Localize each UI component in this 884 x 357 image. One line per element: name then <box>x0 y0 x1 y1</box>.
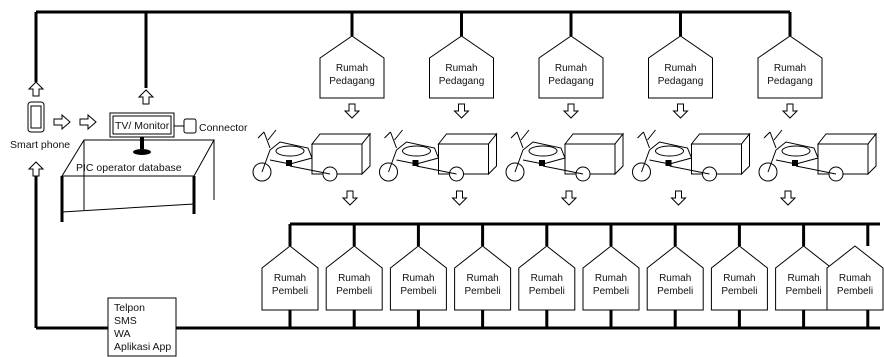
cargo-motorcycle <box>252 129 372 182</box>
seller-house-label-line2: Pedagang <box>548 76 594 87</box>
cargo-motorcycle <box>758 129 878 182</box>
down-arrow-icon <box>670 190 687 206</box>
connector: Connector <box>174 118 248 134</box>
buyer-house-label-line2: Pembeli <box>657 286 693 297</box>
channel-sms: SMS <box>114 315 137 327</box>
cargo-motorcycle <box>379 129 498 182</box>
smartphone-label: Smart phone <box>10 139 70 151</box>
cargo-motorcycles <box>252 129 878 182</box>
up-arrow-icon <box>27 161 45 177</box>
buyer-house-label-line1: Rumah <box>338 273 370 284</box>
buyer-house-label-line2: Pembeli <box>336 286 372 297</box>
seller-houses: RumahPedagangRumahPedagangRumahPedagangR… <box>319 35 823 99</box>
down-arrow-icon <box>343 103 361 119</box>
communication-channels: Telpon SMS WA Aplikasi App <box>107 297 177 357</box>
connector-label: Connector <box>199 122 248 134</box>
seller-drop-lines <box>350 12 792 36</box>
buyer-house-label-line2: Pembeli <box>786 286 822 297</box>
buyer-house-label-line2: Pembeli <box>837 286 873 297</box>
channel-app: Aplikasi App <box>114 341 171 353</box>
seller-house-label-line1: Rumah <box>664 63 696 74</box>
up-arrow-icon <box>137 89 155 105</box>
seller-house-label-line1: Rumah <box>336 63 368 74</box>
buyer-house-label-line1: Rumah <box>466 273 498 284</box>
buyer-house-label-line1: Rumah <box>595 273 627 284</box>
cargo-motorcycle <box>505 129 625 182</box>
buyer-house-label-line2: Pembeli <box>721 286 757 297</box>
down-arrow-icon <box>781 103 799 119</box>
up-arrow-icon <box>27 81 45 97</box>
buyer-house-label-line2: Pembeli <box>593 286 629 297</box>
right-arrow-icon <box>53 113 71 131</box>
seller-house-label-line1: Rumah <box>555 63 587 74</box>
cargo-motorcycle <box>632 129 751 182</box>
buyer-house-label-line2: Pembeli <box>400 286 436 297</box>
buyer-house-label-line1: Rumah <box>531 273 563 284</box>
buyer-house-label-line1: Rumah <box>839 273 871 284</box>
down-arrow-icon <box>451 190 468 206</box>
seller-house-label-line2: Pedagang <box>767 76 813 87</box>
down-arrow-icon <box>453 103 470 119</box>
channel-telpon: Telpon <box>114 302 145 314</box>
monitor-label: TV/ Monitor <box>115 120 170 132</box>
channel-wa: WA <box>114 328 131 340</box>
buyer-house-label-line2: Pembeli <box>272 286 308 297</box>
buyer-house-label-line1: Rumah <box>787 273 819 284</box>
down-arrow-icon <box>341 190 359 206</box>
table-label: PIC operator database <box>76 162 182 174</box>
buyer-house-label-line1: Rumah <box>402 273 434 284</box>
buyer-house-label-line1: Rumah <box>659 273 691 284</box>
seller-house-label-line2: Pedagang <box>329 76 375 87</box>
down-arrow-icon <box>562 103 580 119</box>
down-arrow-icon <box>560 190 578 206</box>
seller-arrows <box>341 103 799 206</box>
right-arrow-icon <box>79 113 97 131</box>
smartphone: Smart phone <box>10 101 70 151</box>
monitor: TV/ Monitor <box>109 112 175 155</box>
seller-house-label-line2: Pedagang <box>439 76 485 87</box>
buyer-house-label-line2: Pembeli <box>529 286 565 297</box>
down-arrow-icon <box>779 190 797 206</box>
seller-house-label-line1: Rumah <box>774 63 806 74</box>
operator-table: PIC operator database <box>60 139 215 222</box>
down-arrow-icon <box>672 103 689 119</box>
buyer-house-label-line2: Pembeli <box>465 286 501 297</box>
buyer-house-label-line1: Rumah <box>723 273 755 284</box>
seller-house-label-line2: Pedagang <box>658 76 704 87</box>
seller-house-label-line1: Rumah <box>445 63 477 74</box>
buyer-houses: RumahPembeliRumahPembeliRumahPembeliRuma… <box>261 224 884 328</box>
buyer-house-label-line1: Rumah <box>274 273 306 284</box>
